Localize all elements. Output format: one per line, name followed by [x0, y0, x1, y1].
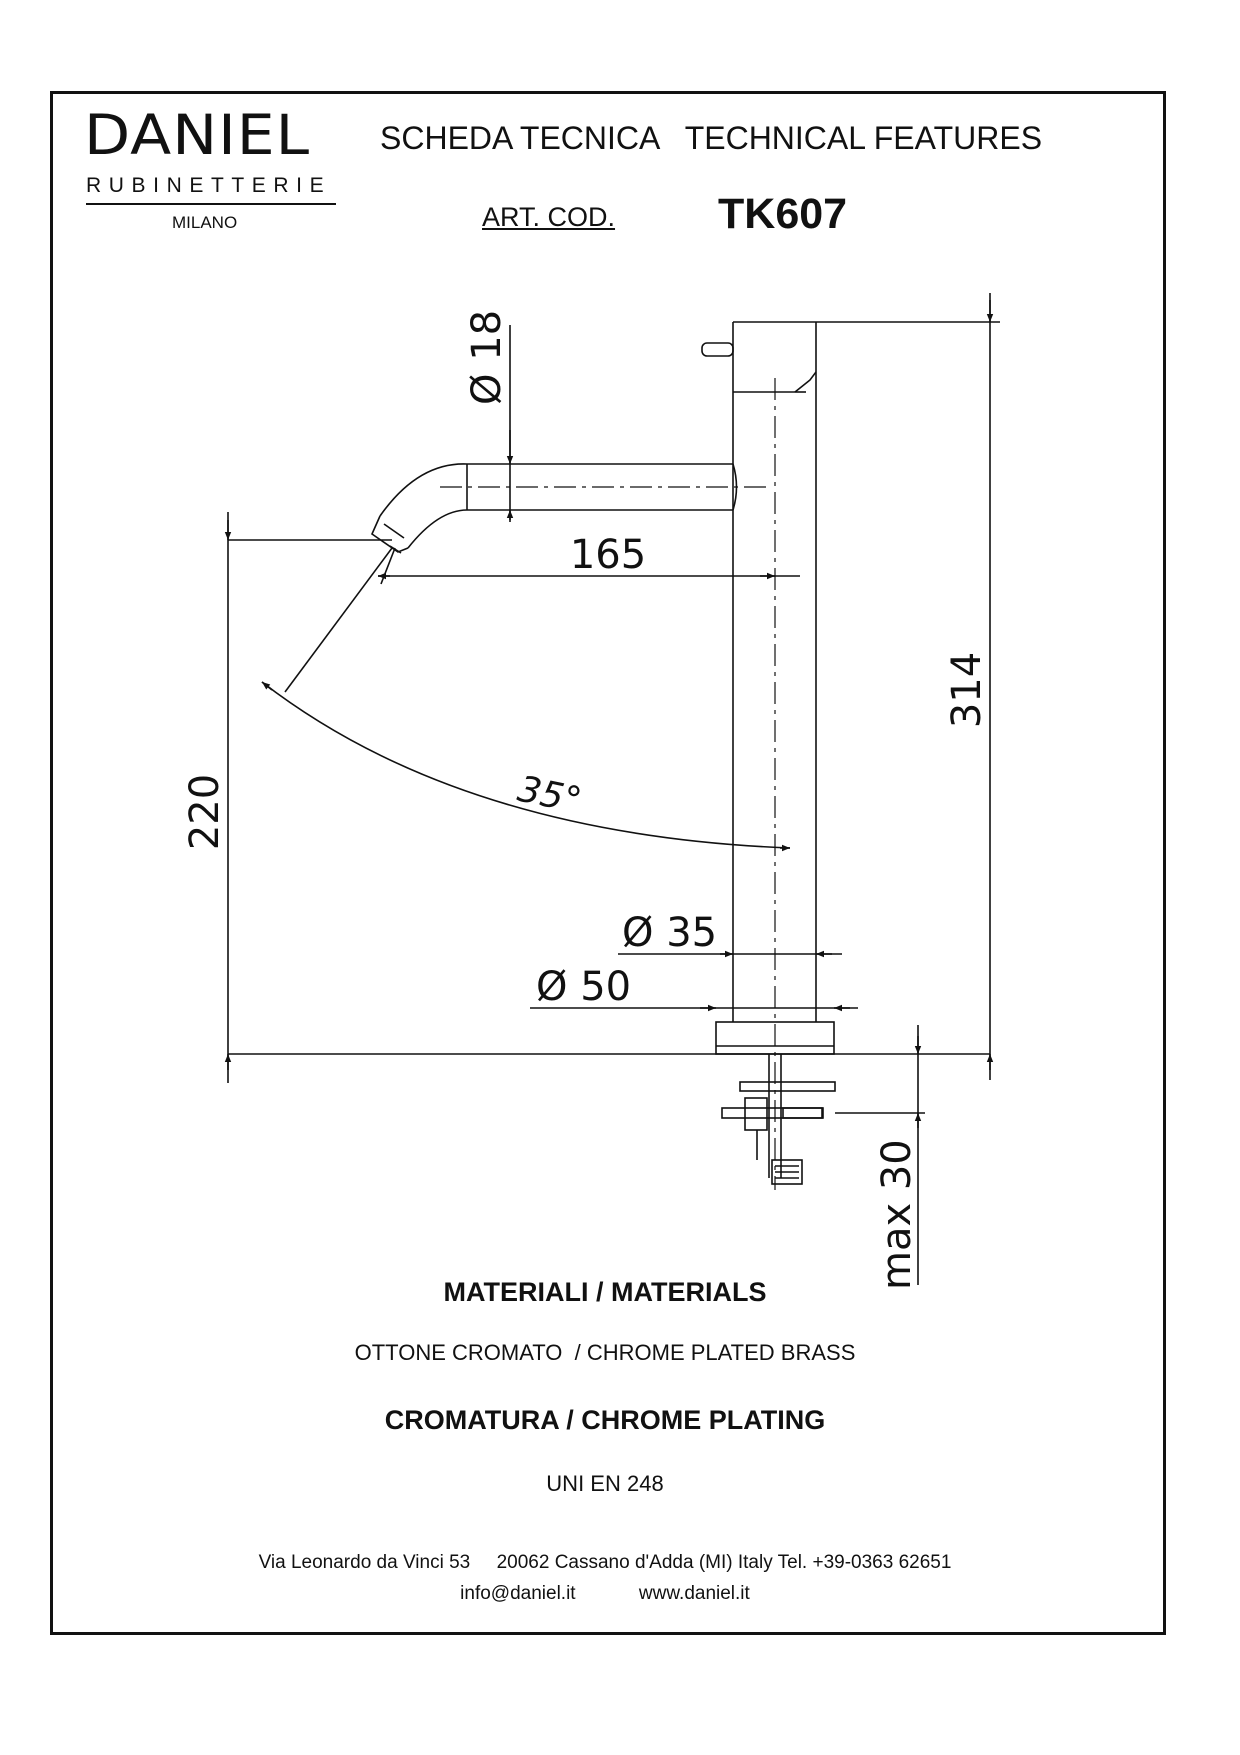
label-spout-diameter: Ø 18 [464, 310, 510, 405]
faucet-body [701, 321, 835, 1055]
label-angle: 35° [514, 769, 585, 822]
label-total-height: 314 [944, 652, 990, 728]
logo-divider [86, 203, 336, 205]
angle-leg [284, 547, 393, 693]
sheet-title: SCHEDA TECNICA TECHNICAL FEATURES [380, 120, 1043, 156]
label-body-diameter: Ø 35 [622, 910, 717, 956]
model-code: TK607 [718, 190, 848, 238]
brand-city: MILANO [172, 213, 238, 232]
sheet-border [50, 91, 1166, 1635]
brand-logo: DANIEL [84, 103, 311, 168]
footer-contact: info@daniel.it www.daniel.it [460, 1583, 750, 1604]
label-max-thickness: max 30 [874, 1139, 920, 1290]
center-lines [440, 378, 776, 1190]
materials-value: OTTONE CROMATO / CHROME PLATED BRASS [354, 1340, 856, 1365]
label-reach: 165 [570, 532, 646, 578]
angle-arc [261, 681, 791, 849]
spout [370, 463, 738, 554]
article-code-label: ART. COD. [482, 202, 616, 232]
footer-address: Via Leonardo da Vinci 53 20062 Cassano d… [258, 1552, 952, 1573]
plating-value: UNI EN 248 [546, 1471, 664, 1496]
plating-title: CROMATURA / CHROME PLATING [384, 1405, 826, 1435]
mounting-hardware [721, 1054, 836, 1185]
brand-subtitle: RUBINETTERIE [86, 174, 332, 197]
label-spout-height: 220 [182, 774, 228, 850]
materials-title: MATERIALI / MATERIALS [443, 1277, 767, 1307]
label-base-diameter: Ø 50 [536, 964, 631, 1010]
